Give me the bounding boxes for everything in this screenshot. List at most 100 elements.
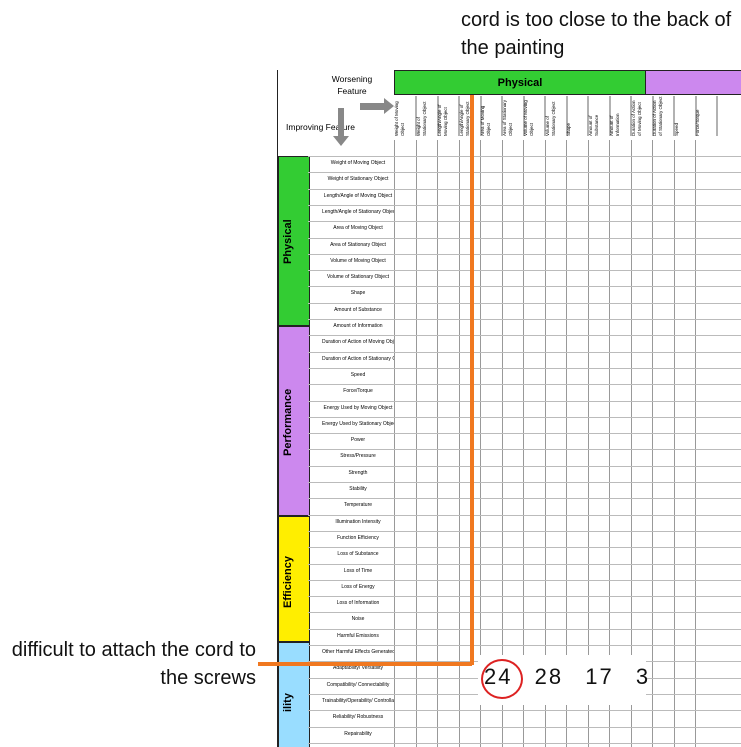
column-header: Amount of Information: [609, 96, 632, 136]
row-gridline: [308, 237, 741, 239]
row-label: Loss of Energy: [341, 583, 375, 590]
row-label: Stability: [349, 486, 367, 492]
row-label: Area of Moving Object: [333, 225, 383, 232]
row-label: Length/Angle of Stationary Object: [322, 208, 394, 215]
row-label: Amount of Information: [333, 323, 383, 329]
column-header: Volume of Moving Object: [523, 96, 546, 136]
row-label: Duration of Action of Stationary Object: [322, 355, 394, 362]
improving-feature-label: Improving Feature: [286, 122, 355, 132]
column-gridline: [437, 140, 438, 747]
row-gridline: [308, 156, 741, 157]
row-pointer-line: [258, 662, 472, 666]
column-gridline: [566, 140, 567, 747]
principle-2: 28: [534, 664, 564, 689]
column-gridline: [695, 140, 696, 747]
row-gridline: [308, 416, 741, 418]
column-header: Shape: [566, 96, 589, 136]
highlight-circle: [481, 659, 523, 699]
row-label: Trainability/Operability/ Controllabilit…: [322, 697, 394, 704]
row-gridline: [308, 628, 741, 630]
column-gridline: [480, 140, 481, 747]
row-gridline: [308, 204, 741, 206]
row-label: Length/Angle of Moving Object: [323, 192, 393, 199]
contradiction-matrix: Worsening Feature Improving Feature Phys…: [277, 70, 741, 747]
row-gridline: [308, 596, 741, 598]
row-gridline: [308, 547, 741, 549]
row-label: Harmful Emissions: [337, 632, 379, 639]
row-gridline: [308, 726, 741, 728]
row-gridline: [308, 367, 741, 369]
principle-3: 17: [585, 664, 614, 689]
row-gridline: [308, 498, 741, 500]
column-pointer-line: [470, 95, 474, 665]
worsening-feature-label: Worsening Feature: [331, 74, 373, 96]
row-gridline: [308, 384, 741, 386]
principle-1: 24: [484, 664, 513, 689]
row-label: Volume of Moving Object: [330, 257, 386, 264]
row-label: Function Efficiency: [337, 534, 379, 541]
row-label: Temperature: [343, 502, 373, 509]
column-header: Amount of Substance: [587, 96, 610, 136]
row-label: Amount of Substance: [334, 306, 382, 313]
column-header: Duration of Action of Stationary Object: [652, 96, 675, 136]
column-gridline: [544, 140, 546, 747]
row-gridline: [308, 482, 741, 483]
row-gridline: [308, 335, 741, 337]
column-gridline: [673, 140, 675, 747]
row-gridline: [308, 530, 741, 532]
physical-section-label: Physical: [282, 219, 294, 265]
improving-arrowhead: [333, 136, 349, 146]
row-label: Loss of Information: [336, 600, 380, 607]
row-gridline: [308, 433, 741, 435]
row-label: Area of Stationary Object: [330, 241, 386, 248]
row-gridline: [308, 221, 741, 223]
row-label: Energy Used by Moving Object: [323, 404, 393, 411]
column-gridline: [415, 140, 417, 747]
left-annotation: difficult to attach the cord to the scre…: [11, 639, 256, 689]
row-label: Other Harmful Effects Generated by Syste…: [322, 649, 394, 655]
row-label: Noise: [351, 616, 365, 623]
row-label: Speed: [350, 371, 366, 378]
row-label: Energy Used by Stationary Object: [322, 420, 394, 427]
column-header: Area of Stationary Object: [501, 96, 524, 136]
column-header: Speed: [673, 96, 696, 136]
efficiency-section-label: Efficiency: [282, 556, 294, 608]
row-gridline: [308, 710, 741, 712]
column-header: Weight of Moving Object: [394, 96, 417, 136]
row-gridline: [308, 270, 741, 272]
performance-section-label: Performance: [282, 388, 294, 456]
column-header: Weight of Stationary Object: [415, 96, 438, 136]
column-gridline: [609, 140, 610, 747]
row-gridline: [308, 645, 741, 646]
column-gridline: [394, 140, 395, 747]
row-gridline: [308, 465, 741, 467]
row-gridline: [308, 319, 741, 320]
row-gridline: [308, 563, 741, 565]
row-gridline: [308, 612, 741, 614]
row-gridline: [308, 514, 741, 516]
row-label: Weight of Stationary Object: [327, 176, 389, 183]
row-gridline: [308, 286, 741, 288]
physical-column-group: Physical: [394, 70, 646, 95]
column-header: Duration of Action of Moving Object: [630, 96, 653, 136]
row-label: Weight of Moving Object: [330, 160, 386, 166]
column-gridline: [523, 140, 524, 747]
ility-section: ility: [278, 642, 310, 747]
column-gridline: [587, 140, 589, 747]
row-label: Shape: [350, 290, 366, 297]
row-gridline: [308, 188, 741, 190]
column-header: Length/Angle of Moving Object: [437, 96, 460, 136]
worsening-arrow: [360, 103, 384, 110]
row-label: Illumination Intensity: [335, 518, 381, 525]
column-gridline: [501, 140, 503, 747]
row-gridline: [308, 579, 741, 581]
top-annotation: cord is too close to the back of the pai…: [461, 9, 732, 59]
column-header: Force/Torque: [695, 96, 718, 136]
row-label: Power: [350, 437, 366, 444]
row-gridline: [308, 742, 741, 744]
performance-section: Performance: [278, 326, 310, 516]
physical-section: Physical: [278, 156, 310, 326]
performance-column-group: [645, 70, 741, 95]
column-gridline: [458, 140, 460, 747]
row-gridline: [308, 449, 741, 451]
